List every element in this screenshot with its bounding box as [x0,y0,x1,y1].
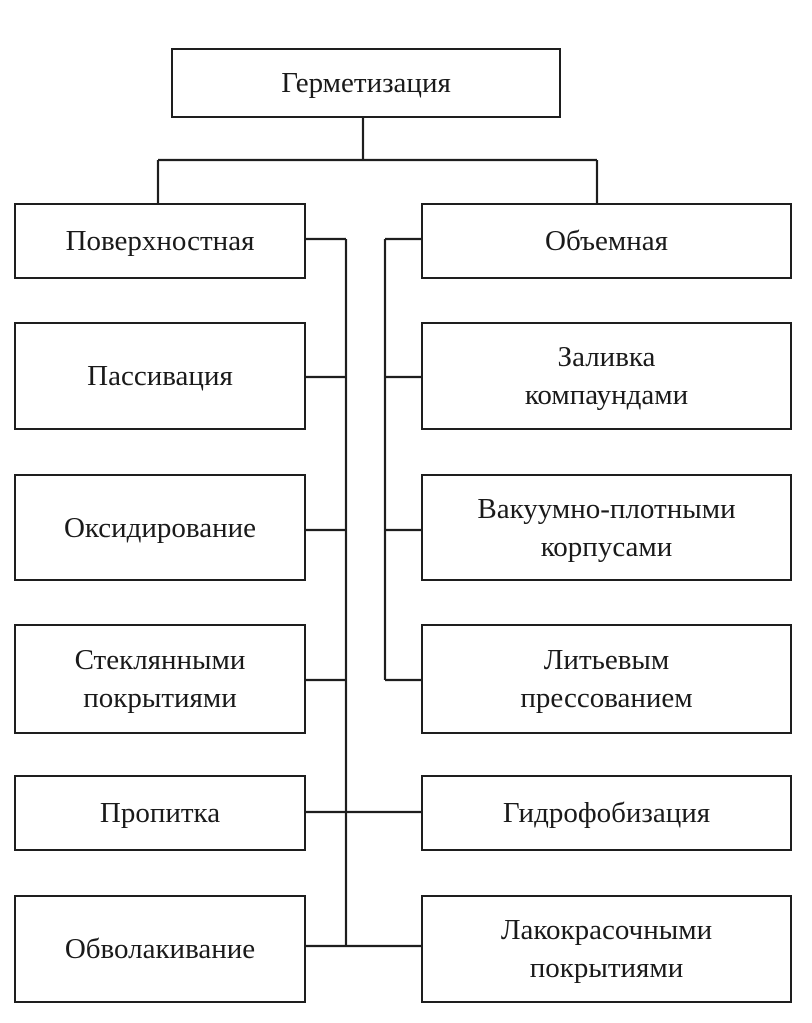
left-item-node: Пассивация [14,322,306,430]
left-item-node: Стеклянными покрытиями [14,624,306,734]
left-item-node: Оксидирование [14,474,306,581]
left-item-node: Обволакивание [14,895,306,1003]
right-item-node: Заливка компаундами [421,322,792,430]
left-item-node: Пропитка [14,775,306,851]
root-node: Герметизация [171,48,561,118]
right-header-node: Объемная [421,203,792,279]
right-item-node: Гидрофобизация [421,775,792,851]
left-header-node: Поверхностная [14,203,306,279]
right-item-node: Вакуумно-плотными корпусами [421,474,792,581]
right-item-node: Лакокрасочными покрытиями [421,895,792,1003]
right-item-node: Литьевым прессованием [421,624,792,734]
